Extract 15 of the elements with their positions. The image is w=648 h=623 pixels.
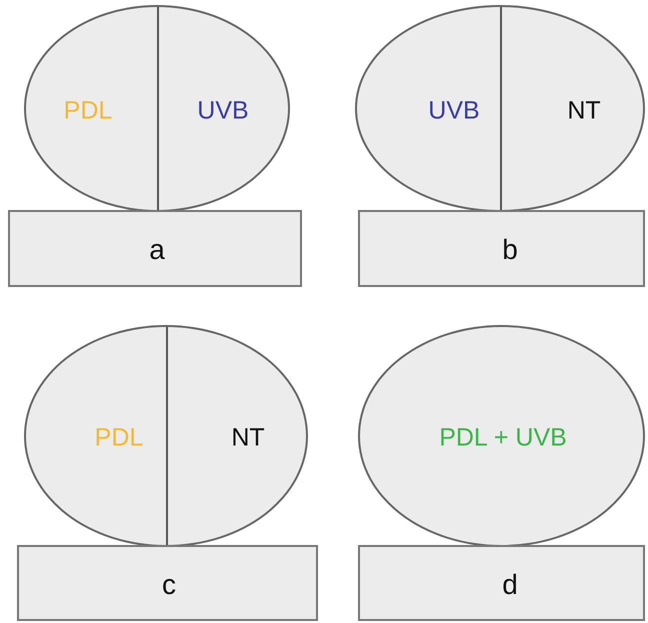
treatment-label: PDL + UVB <box>439 424 567 452</box>
treatment-label: UVB <box>428 96 480 126</box>
treatment-label: PDL <box>64 96 112 126</box>
label-box <box>17 545 318 621</box>
panel-letter: a <box>149 234 165 266</box>
label-box <box>8 210 302 287</box>
treatment-label: UVB <box>197 96 249 126</box>
panel-letter: c <box>162 569 176 601</box>
label-box <box>358 545 645 621</box>
panel-letter: d <box>502 569 518 601</box>
panel-letter: b <box>502 234 518 266</box>
label-box <box>358 210 645 287</box>
treatment-label: NT <box>567 96 601 126</box>
treatment-label: PDL <box>94 424 144 452</box>
treatment-label: NT <box>231 424 265 452</box>
